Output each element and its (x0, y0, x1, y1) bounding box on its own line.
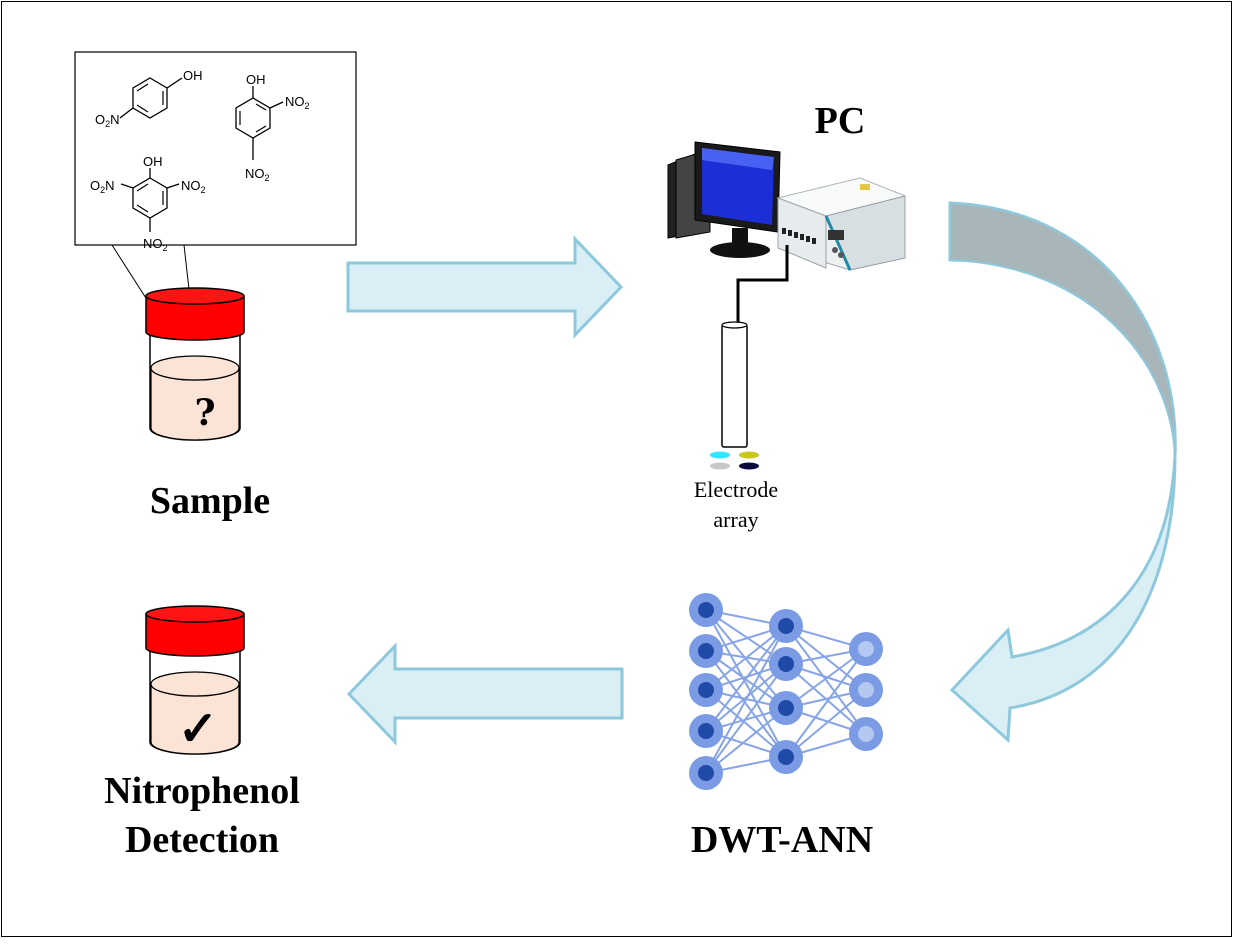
nn-link-1-0-1 (785, 625, 867, 691)
dwt-ann-label: DWT-ANN (691, 819, 873, 861)
neuron-core-0-1 (698, 643, 714, 659)
no2-label-2: NO2 (245, 166, 270, 183)
curved-arrow-pc-to-ann (948, 201, 1177, 744)
sample-label: Sample (150, 480, 270, 522)
nn-link-0-4-2 (705, 707, 787, 774)
neuron-core-1-0 (778, 618, 794, 634)
nn-link-1-3-1 (785, 689, 867, 758)
unknown-question-mark: ? (194, 392, 215, 434)
electrode-label-line1: Electrode (694, 477, 778, 502)
detection-label-line1: Nitrophenol (104, 770, 300, 812)
electrode-array (710, 321, 759, 470)
4-nitrophenol-structure: OH O2N (95, 68, 203, 129)
nn-link-0-1-3 (705, 650, 787, 758)
neuron-core-0-3 (698, 723, 714, 739)
neuron-core-0-2 (698, 682, 714, 698)
nn-link-0-2-0 (705, 625, 787, 691)
no2-label-1: NO2 (285, 94, 310, 111)
neuron-core-1-1 (778, 656, 794, 672)
nn-link-1-0-2 (785, 625, 867, 735)
pc-setup (667, 141, 907, 325)
o2n-label: O2N (95, 112, 120, 129)
neuron-core-1-3 (778, 749, 794, 765)
2-4-dinitrophenol-structure: OH NO2 NO2 (235, 72, 310, 183)
arrow-sample-to-pc (346, 235, 624, 339)
electrode-dot-cyan (710, 451, 730, 459)
nn-link-0-4-0 (705, 625, 787, 774)
potentiostat-icon (776, 177, 907, 271)
neural-network (689, 593, 883, 790)
neuron-core-0-4 (698, 765, 714, 781)
oh-label-2: OH (246, 72, 266, 87)
nn-link-0-0-3 (705, 609, 787, 758)
nn-link-0-2-3 (705, 689, 787, 758)
electrode-label-line2: array (713, 507, 758, 532)
detection-jar: ✓ (145, 605, 245, 757)
arrow-ann-to-detection (346, 642, 624, 746)
neuron-core-2-0 (858, 641, 874, 657)
pc-label: PC (815, 100, 866, 142)
detection-label-line2: Detection (125, 819, 279, 861)
no2-label-3: O2N (90, 178, 115, 195)
neural-network-nodes (689, 593, 883, 790)
neuron-core-1-2 (778, 700, 794, 716)
no2-label-4: NO2 (181, 178, 206, 195)
sample-jar: ? (145, 287, 245, 441)
picric-acid-structure: OH O2N NO2 NO2 (90, 154, 206, 253)
neuron-core-2-2 (858, 726, 874, 742)
electrode-dot-navy (739, 462, 759, 470)
monitor-icon (694, 141, 781, 258)
neuron-core-0-0 (698, 602, 714, 618)
nn-link-0-3-0 (705, 625, 787, 732)
electrode-dot-gray (710, 462, 730, 470)
nn-link-1-3-0 (785, 648, 867, 758)
nn-link-0-4-1 (705, 663, 787, 774)
no2-label-5: NO2 (143, 236, 168, 253)
chemical-structures-inset: OH O2N OH NO2 NO2 (74, 51, 357, 379)
oh-label-1: OH (183, 68, 203, 83)
check-mark-icon: ✓ (178, 701, 218, 757)
oh-label-3: OH (143, 154, 163, 169)
electrode-dot-yellow (739, 451, 759, 459)
neuron-core-2-1 (858, 682, 874, 698)
